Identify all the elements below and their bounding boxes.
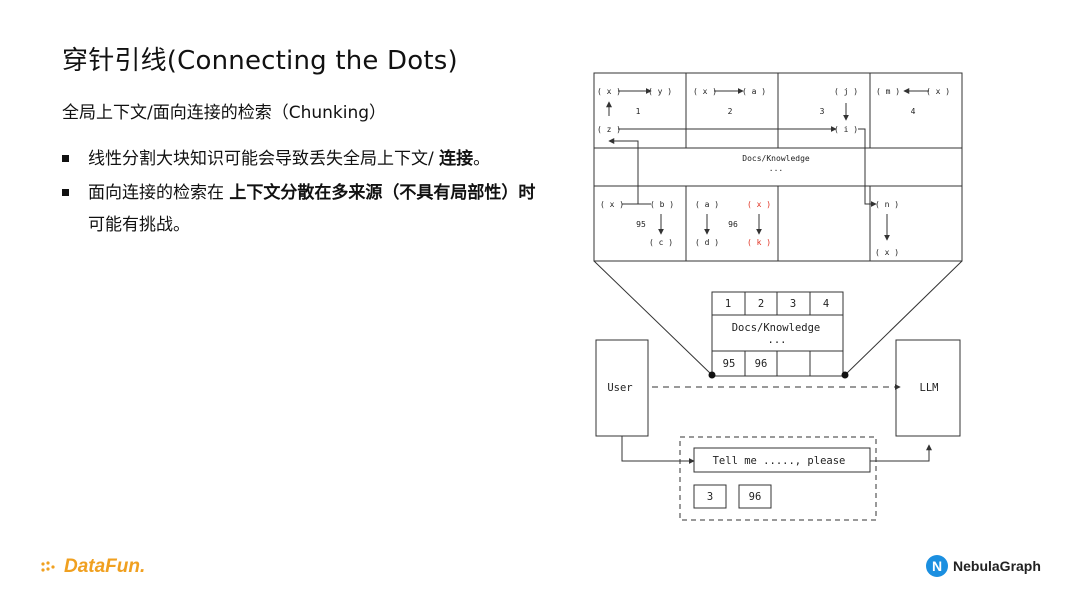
- node-n: ( n ): [875, 200, 899, 209]
- bullet-item: 面向连接的检索在 上下文分散在多来源（不具有局部性）时 可能有挑战。: [62, 177, 542, 241]
- slide-title: 穿针引线(Connecting the Dots): [62, 46, 458, 76]
- table-cell: 2: [758, 298, 764, 310]
- chunk-number: 2: [728, 107, 733, 116]
- slide-subtitle: 全局上下文/面向连接的检索（Chunking）: [62, 103, 387, 123]
- table-cell: 95: [723, 358, 736, 370]
- node-k-highlight: ( k ): [747, 238, 771, 247]
- node-x: ( x ): [597, 87, 621, 96]
- chunk-number: 3: [820, 107, 825, 116]
- bullet-text: 可能有挑战。: [88, 215, 190, 235]
- connection-dot: [708, 371, 716, 379]
- node-m: ( m ): [876, 87, 900, 96]
- chunk-number: 4: [911, 107, 916, 116]
- node-c: ( c ): [649, 238, 673, 247]
- bullet-item: 线性分割大块知识可能会导致丢失全局上下文/ 连接。: [62, 143, 542, 175]
- bullet-bold-text: 上下文分散在多来源（不具有局部性）时: [229, 183, 536, 203]
- node-x: ( x ): [693, 87, 717, 96]
- node-x: ( x ): [926, 87, 950, 96]
- datafun-mark-icon: [41, 561, 55, 572]
- bullet-square-icon: [62, 189, 69, 196]
- table-cell: 3: [790, 298, 796, 310]
- chunk-number: 96: [728, 220, 738, 229]
- prompt-frame: [679, 436, 877, 521]
- bullet-list: 线性分割大块知识可能会导致丢失全局上下文/ 连接。 面向连接的检索在 上下文分散…: [62, 143, 542, 243]
- node-a: ( a ): [695, 200, 719, 209]
- result-value: 96: [749, 491, 762, 503]
- bullet-square-icon: [62, 155, 69, 162]
- datafun-logo: DataFun.: [40, 556, 145, 578]
- table-cell: 1: [725, 298, 731, 310]
- bullet-text: 面向连接的检索在: [88, 183, 230, 203]
- result-box: [693, 484, 727, 509]
- chunk-number: 1: [636, 107, 641, 116]
- prompt-text: Tell me ....., please: [713, 455, 846, 467]
- docs-knowledge-label: Docs/Knowledge: [742, 154, 810, 163]
- nebulagraph-logo-text: NebulaGraph: [953, 558, 1041, 574]
- table-cell: 4: [823, 298, 829, 310]
- node-x-highlight: ( x ): [747, 200, 771, 209]
- node-a: ( a ): [742, 87, 766, 96]
- node-j: ( j ): [834, 87, 858, 96]
- user-label: User: [607, 382, 632, 394]
- result-box: [738, 484, 772, 509]
- node-i: ( i ): [834, 125, 858, 134]
- table-docs-label: Docs/Knowledge: [732, 322, 821, 334]
- node-d: ( d ): [695, 238, 719, 247]
- llm-label: LLM: [920, 382, 939, 394]
- datafun-logo-text: DataFun.: [64, 556, 146, 577]
- docs-ellipsis: ...: [769, 164, 783, 173]
- node-b: ( b ): [650, 200, 674, 209]
- table-ellipsis: ...: [768, 334, 787, 346]
- table-cell: 96: [755, 358, 768, 370]
- nebulagraph-mark-icon: N: [926, 555, 948, 577]
- bullet-text: 线性分割大块知识可能会导致丢失全局上下文/: [88, 149, 440, 169]
- node-x: ( x ): [875, 248, 899, 257]
- result-value: 3: [707, 491, 713, 503]
- connection-dot: [841, 371, 849, 379]
- node-z: ( z ): [597, 125, 621, 134]
- bullet-bold-text: 连接: [439, 149, 474, 169]
- node-y: ( y ): [648, 87, 672, 96]
- node-x: ( x ): [600, 200, 624, 209]
- nebulagraph-logo: N NebulaGraph: [926, 555, 1041, 577]
- chunk-number: 95: [636, 220, 646, 229]
- bullet-text: 。: [473, 149, 491, 169]
